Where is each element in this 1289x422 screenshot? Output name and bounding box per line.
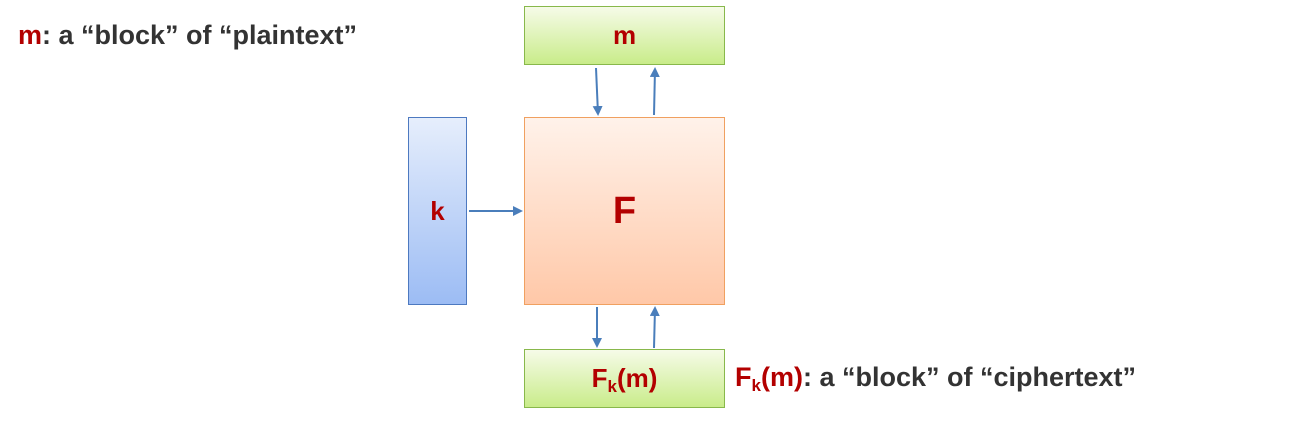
arrow-output-to-F bbox=[649, 306, 660, 349]
arrow-F-to-input bbox=[649, 67, 660, 116]
ciphertext-note-m: (m) bbox=[760, 362, 803, 392]
function-box: F bbox=[524, 117, 725, 305]
ciphertext-note-F: F bbox=[735, 362, 752, 392]
key-label: k bbox=[430, 195, 445, 226]
key-box: k bbox=[408, 117, 467, 305]
output-block-label: Fk(m) bbox=[591, 363, 658, 396]
input-block-box: m bbox=[524, 6, 725, 65]
output-m: (m) bbox=[616, 363, 658, 393]
ciphertext-note-text: : a “block” of “ciphertext” bbox=[802, 362, 1137, 392]
input-block-label: m bbox=[612, 20, 637, 50]
function-label: F bbox=[612, 189, 637, 232]
ciphertext-note-k: k bbox=[751, 376, 761, 395]
output-F: F bbox=[591, 363, 608, 393]
ciphertext-note-symbol: Fk(m) bbox=[735, 362, 803, 395]
output-block-box: Fk(m) bbox=[524, 349, 725, 408]
ciphertext-note: Fk(m): a “block” of “ciphertext” bbox=[735, 362, 1137, 395]
arrow-input-to-F bbox=[592, 67, 603, 116]
plaintext-note: m: a “block” of “plaintext” bbox=[18, 20, 357, 51]
output-k-subscript: k bbox=[607, 377, 617, 396]
plaintext-note-symbol: m bbox=[18, 20, 43, 50]
plaintext-note-text: : a “block” of “plaintext” bbox=[42, 20, 358, 50]
